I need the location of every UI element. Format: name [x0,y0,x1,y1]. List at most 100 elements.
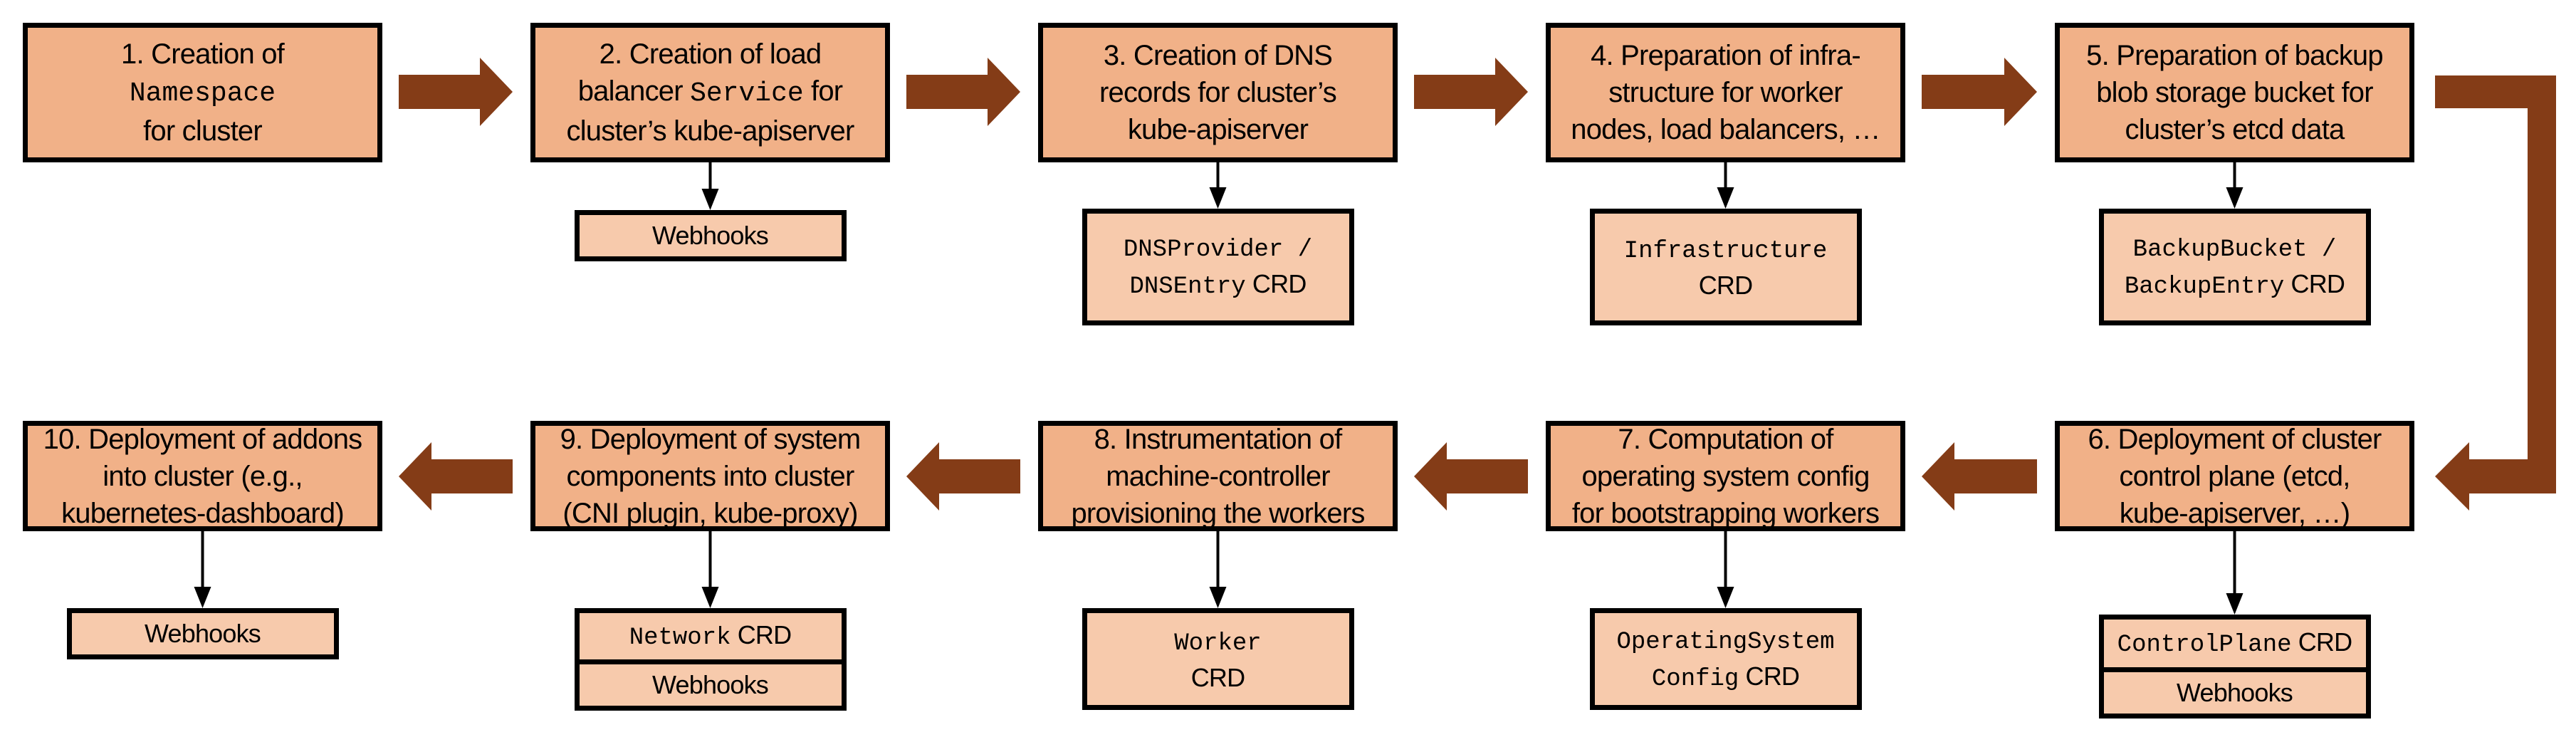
text-line: operating system config [1581,458,1870,495]
text-line: structure for worker [1608,74,1843,111]
text-segment: provisioning the workers [1071,497,1365,529]
flow-arrow-left-icon [1922,442,2037,511]
step-5-resources: BackupBucket / BackupEntry CRD [2098,209,2371,325]
flow-arrow-left-icon [1414,442,1528,511]
text-line: CRD [1191,661,1245,695]
text-segment: 8. Instrumentation of [1094,423,1343,455]
resource-cell: Webhooks [2103,667,2366,714]
code-term: BackupBucket / [2132,236,2337,263]
down-arrowhead-icon [1717,187,1734,209]
text-line: 9. Deployment of system [560,421,862,458]
text-line: into cluster (e.g., [103,458,303,495]
code-term: Network [629,624,731,652]
step-6-resources: ControlPlane CRD Webhooks [2098,615,2371,719]
text-segment: 5. Preparation of backup [2086,40,2383,71]
text-segment: components into cluster [566,460,854,492]
text-segment: 9. Deployment of system [560,423,862,455]
text-segment: blob storage bucket for [2096,77,2373,108]
text-line: for cluster [143,113,263,150]
text-line: cluster’s kube-apiserver [567,113,855,150]
down-arrowhead-icon [194,587,211,608]
text-line: 8. Instrumentation of [1094,421,1343,458]
text-segment: CRD [2284,269,2345,298]
text-line: BackupBucket / [2133,230,2337,267]
text-line: kube-apiserver, …) [2120,495,2350,532]
text-line: BackupEntry CRD [2125,267,2345,304]
text-line: kube-apiserver [1127,111,1309,148]
resource-cell: Network CRD [580,613,842,659]
text-segment: operating system config [1581,460,1870,492]
text-line: nodes, load balancers, … [1571,111,1880,148]
text-segment: balancer [577,75,691,107]
text-line: ControlPlane CRD [2117,625,2352,662]
down-arrowhead-icon [1209,587,1227,608]
flow-arrow-left-icon [906,442,1020,511]
text-line: components into cluster [566,458,854,495]
text-segment: control plane (etcd, [2119,460,2350,492]
text-segment: cluster’s etcd data [2125,114,2345,145]
step-3-resources: DNSProvider /DNSEntry CRD [1082,209,1354,325]
text-segment: for [803,75,843,107]
text-line: Config CRD [1652,659,1800,696]
text-segment: 10. Deployment of addons [43,423,363,455]
text-segment: Webhooks [2176,678,2293,707]
code-term: Namespace [129,78,276,109]
text-line: records for cluster’s [1099,74,1337,111]
text-segment: (CNI plugin, kube-proxy) [562,497,858,529]
code-term: BackupEntry [2124,273,2285,301]
flow-arrow-bend-icon [2435,75,2556,511]
code-term: DNSEntry [1129,273,1246,301]
code-term: Worker [1174,629,1262,657]
text-segment: 1. Creation of [121,38,285,70]
text-line: machine-controller [1106,458,1330,495]
step-box-5: 5. Preparation of backup blob storage buc… [2055,23,2414,162]
text-line: cluster’s etcd data [2125,111,2345,148]
text-line: 3. Creation of DNS [1103,37,1333,74]
step-box-8: 8. Instrumentation of machine-controller p… [1038,421,1398,531]
text-line: 7. Computation of [1618,421,1833,458]
text-segment: kube-apiserver [1127,114,1309,145]
text-segment: 3. Creation of DNS [1103,40,1333,71]
text-line: provisioning the workers [1071,495,1365,532]
text-segment: CRD [2291,627,2352,657]
text-segment: Webhooks [651,670,769,699]
flow-arrow-right-icon [906,58,1020,126]
text-line: CRD [1699,268,1753,303]
text-line: control plane (etcd, [2119,458,2350,495]
text-line: balancer Service for [578,73,843,113]
down-arrowhead-icon [1209,187,1227,209]
text-segment: 4. Preparation of infra- [1591,40,1861,71]
down-arrowhead-icon [2226,593,2243,615]
text-segment: machine-controller [1106,460,1330,492]
text-line: 4. Preparation of infra- [1591,37,1861,74]
text-segment: structure for worker [1608,77,1843,108]
text-line: 6. Deployment of cluster [2088,421,2382,458]
text-line: Webhooks [2177,676,2293,710]
code-term: Service [690,78,804,109]
resource-cell: Webhooks [580,215,842,256]
text-segment: kube-apiserver, …) [2119,497,2350,529]
down-arrowhead-icon [701,189,719,210]
text-segment: for bootstrapping workers [1571,497,1880,529]
down-arrowhead-icon [1717,587,1734,608]
step-2-resources: Webhooks [574,210,847,261]
text-line: for bootstrapping workers [1571,495,1880,532]
text-segment: for cluster [143,115,263,147]
text-line: Webhooks [145,617,261,651]
text-segment: nodes, load balancers, … [1571,114,1880,145]
text-line: (CNI plugin, kube-proxy) [562,495,858,532]
text-line: 1. Creation of [121,36,285,73]
resource-cell: Webhooks [579,659,842,706]
step-10-resources: Webhooks [66,608,339,659]
text-line: 2. Creation of load [600,36,822,73]
text-line: blob storage bucket for [2096,74,2373,111]
